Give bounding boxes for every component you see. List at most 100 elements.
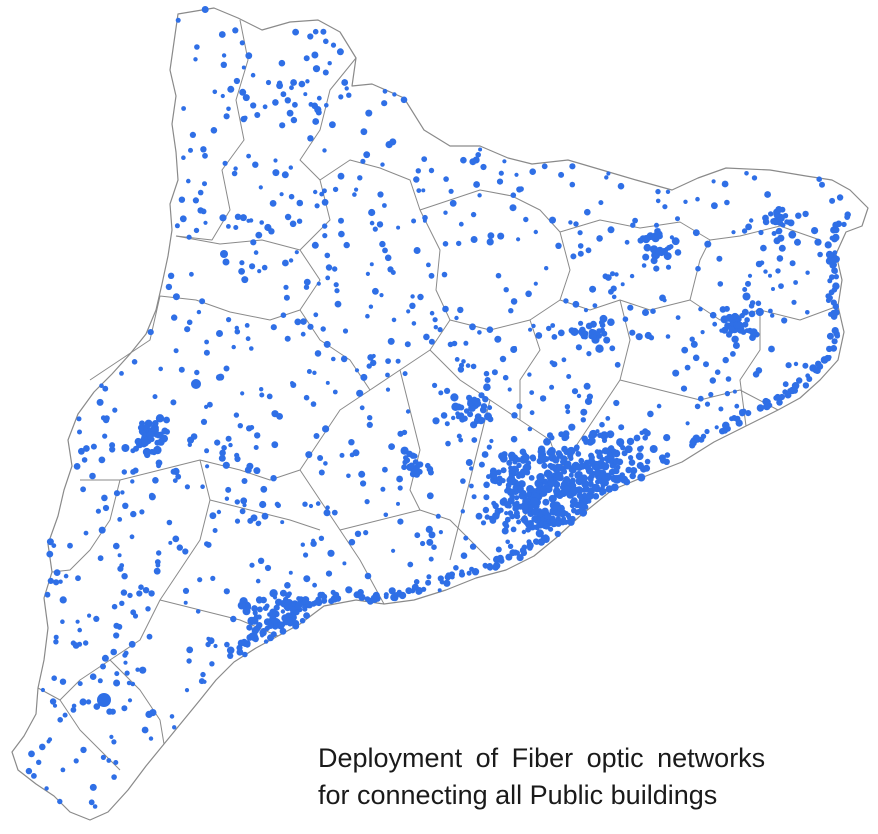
building-point — [220, 250, 228, 258]
building-point — [263, 639, 269, 644]
building-point — [92, 804, 98, 809]
building-point — [123, 660, 128, 665]
building-point — [778, 283, 784, 289]
building-point — [540, 535, 547, 541]
building-point — [240, 391, 245, 396]
building-point — [239, 260, 245, 266]
building-point — [290, 382, 297, 388]
building-point — [127, 592, 133, 599]
building-point — [493, 555, 501, 564]
building-point — [650, 257, 658, 265]
building-point — [526, 539, 532, 545]
building-point — [756, 404, 765, 412]
building-point — [296, 596, 302, 602]
building-point — [369, 262, 374, 267]
building-point — [129, 534, 135, 540]
building-point — [222, 258, 230, 266]
building-point — [831, 327, 839, 335]
building-point — [127, 698, 133, 703]
building-point — [471, 568, 480, 576]
building-point — [62, 712, 68, 718]
building-point — [451, 415, 456, 421]
building-point — [303, 284, 310, 290]
building-point — [102, 433, 108, 439]
building-point — [595, 344, 604, 353]
building-point — [735, 419, 743, 427]
building-point — [78, 447, 85, 455]
building-point — [86, 699, 92, 705]
building-point — [253, 250, 259, 255]
building-point — [296, 199, 304, 207]
building-point — [47, 737, 53, 742]
building-point — [649, 445, 658, 453]
building-point — [253, 445, 259, 450]
building-point — [307, 135, 314, 142]
building-point — [221, 53, 227, 58]
building-point — [334, 300, 342, 308]
building-point — [568, 220, 573, 225]
building-point — [339, 452, 345, 458]
building-point — [564, 404, 571, 410]
building-point — [508, 308, 514, 314]
building-point — [463, 408, 470, 414]
building-point — [161, 427, 169, 435]
building-point — [478, 417, 486, 424]
building-point — [487, 405, 493, 411]
building-point — [655, 188, 661, 195]
building-point — [497, 232, 505, 240]
building-point — [280, 520, 285, 525]
building-point — [441, 271, 448, 278]
building-point — [53, 634, 59, 640]
building-point — [172, 293, 180, 301]
building-point — [93, 615, 100, 623]
building-point — [830, 345, 838, 352]
building-point — [473, 181, 480, 188]
building-point — [603, 336, 611, 344]
building-point — [630, 467, 638, 475]
building-point — [130, 609, 137, 616]
building-point — [502, 374, 509, 381]
building-point — [179, 215, 187, 223]
building-point — [844, 214, 851, 221]
building-point — [276, 80, 283, 86]
building-point — [239, 214, 247, 222]
building-point — [483, 494, 490, 501]
building-point — [523, 216, 529, 223]
building-point — [200, 418, 208, 425]
building-point — [72, 642, 80, 649]
building-point — [403, 455, 409, 461]
building-point — [75, 575, 81, 582]
building-point — [225, 486, 232, 493]
building-point — [549, 435, 555, 441]
building-point — [689, 439, 696, 446]
building-point — [325, 380, 330, 385]
building-point — [147, 329, 154, 336]
caption-line-2: for connecting all Public buildings — [318, 780, 718, 810]
building-point — [471, 494, 477, 500]
building-point — [506, 459, 513, 466]
county-border — [80, 389, 371, 481]
building-point — [223, 365, 230, 372]
building-point — [432, 417, 440, 425]
building-point — [242, 115, 248, 121]
building-point — [527, 372, 532, 377]
building-point — [505, 539, 511, 545]
building-point — [182, 587, 190, 595]
building-point — [242, 651, 248, 658]
building-point — [552, 505, 559, 512]
building-point — [777, 234, 785, 242]
building-point — [703, 361, 709, 368]
building-point — [87, 613, 92, 618]
building-point — [120, 589, 128, 596]
building-point — [392, 92, 397, 97]
building-point — [97, 555, 104, 562]
building-point — [238, 268, 246, 275]
building-point — [826, 294, 833, 302]
building-point — [205, 641, 211, 648]
building-point — [323, 509, 331, 517]
building-point — [752, 371, 760, 378]
building-point — [325, 264, 333, 271]
building-point — [692, 229, 700, 237]
building-point — [53, 579, 60, 586]
building-point — [428, 531, 436, 539]
